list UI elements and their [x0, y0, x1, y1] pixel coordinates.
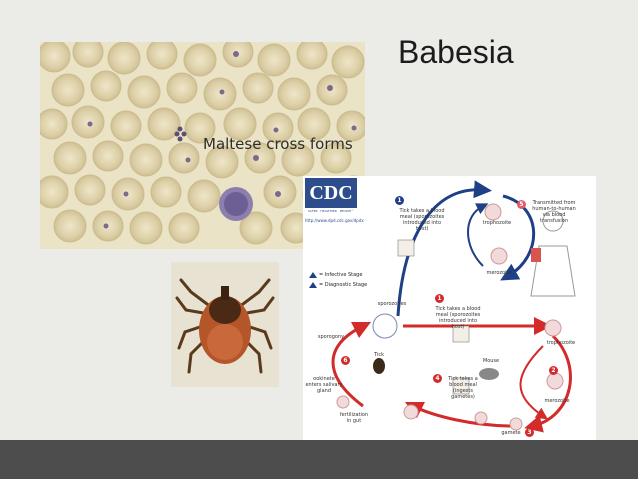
label-gamete: gamete: [501, 430, 521, 436]
label-step1-bottom: Tick takes a blood meal (sporozoites int…: [435, 306, 481, 330]
cdc-url: http://www.dpd.cdc.gov/dpdx: [305, 218, 364, 223]
label-tick: Tick: [374, 352, 384, 358]
label-trophozoite: trophozoite: [482, 220, 512, 226]
slide-title: Babesia: [398, 34, 514, 70]
label-fertilization: fertilization in gut: [339, 412, 369, 424]
step-4: 4: [433, 374, 442, 383]
slide-caption: Maltese cross forms: [203, 135, 353, 153]
legend-diagnostic: = Diagnostic Stage: [309, 282, 367, 288]
label-transfusion: Transmitted from human-to-human via bloo…: [532, 200, 576, 224]
tick-photo: [171, 262, 279, 387]
infective-stage-icon: [309, 272, 317, 278]
legend-infective: = Infective Stage: [309, 272, 362, 278]
diagnostic-stage-icon: [309, 282, 317, 288]
label-merozoite: merozoite: [486, 270, 512, 276]
babesia-lifecycle-diagram: CDC SAFER · HEALTHIER · PEOPLE™ http://w…: [303, 176, 596, 440]
step-3: 3: [525, 428, 534, 437]
label-merozoite-mouse: merozoite: [544, 398, 570, 404]
label-mouse: Mouse: [482, 358, 500, 364]
lifecycle-arrows: [331, 180, 576, 433]
step-2: 2: [549, 366, 558, 375]
step-1-top: 1: [395, 196, 404, 205]
tick-image: [171, 262, 279, 387]
label-step6: ookinete enters salivary gland: [305, 376, 343, 394]
label-sporogony: sporogony: [317, 334, 345, 340]
label-step1-top: Tick takes a blood meal (sporozoites int…: [399, 208, 445, 232]
step-5: 5: [517, 200, 526, 209]
cdc-tagline: SAFER · HEALTHIER · PEOPLE™: [307, 209, 355, 213]
label-step4: Tick takes a blood meal (ingests gametes…: [448, 376, 478, 400]
cdc-logo: CDC: [305, 178, 357, 208]
label-trophozoite-mouse: trophozoite: [546, 340, 576, 346]
bottom-bar: [0, 440, 638, 479]
step-6: 6: [341, 356, 350, 365]
label-sporozoites: sporozoites: [377, 301, 407, 307]
step-1-bottom: 1: [435, 294, 444, 303]
